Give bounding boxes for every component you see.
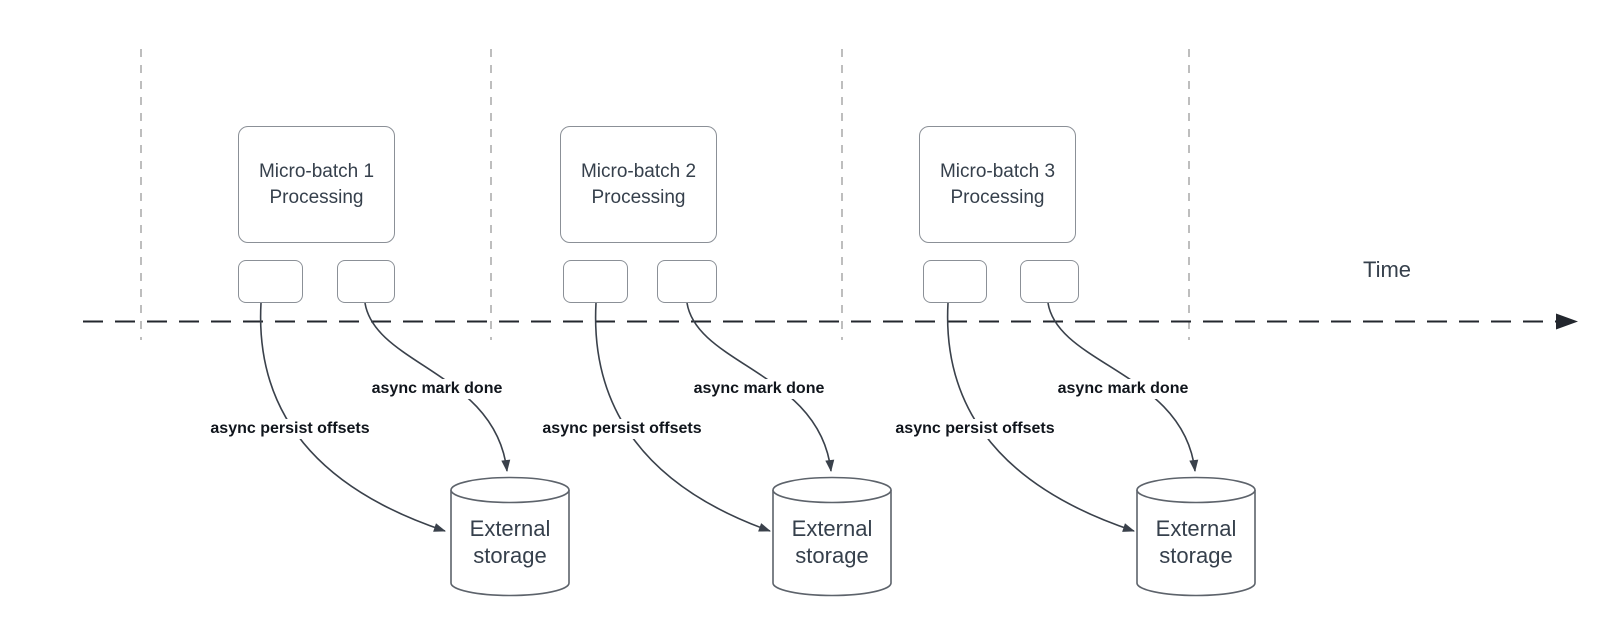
- async-persist-task-box-2: [563, 260, 628, 303]
- cylinder-top: [1136, 476, 1256, 504]
- external-storage-label-1: External storage: [470, 515, 551, 569]
- micro-batch-2-title-line1: Micro-batch 2: [580, 160, 697, 182]
- mark-done-arrow-2: [686, 302, 835, 472]
- time-axis-arrowhead-icon: [1556, 313, 1578, 330]
- async-mark-done-task-box-2: [657, 260, 717, 303]
- storage-label-line2: storage: [795, 543, 869, 568]
- async-persist-task-box-1: [238, 260, 303, 303]
- persist-offsets-label-2: async persist offsets: [539, 419, 705, 439]
- micro-batch-2-title-line2: Processing: [591, 186, 686, 208]
- mark-done-arrow-1: [364, 302, 511, 472]
- external-storage-cylinder-3: [1136, 476, 1256, 597]
- storage-label-line1: External: [791, 516, 873, 541]
- mark-done-arrow-3: [1047, 302, 1199, 472]
- storage-label-line1: External: [1155, 516, 1237, 541]
- micro-batch-1-title-line2: Processing: [269, 186, 364, 208]
- micro-batch-1-processing-box: Micro-batch 1 Processing: [238, 126, 395, 243]
- micro-batch-2-processing-box: Micro-batch 2 Processing: [560, 126, 717, 243]
- storage-label-line2: storage: [1159, 543, 1233, 568]
- async-mark-done-task-box-3: [1020, 260, 1079, 303]
- mark-done-label-3: async mark done: [1054, 379, 1192, 399]
- micro-batch-3-title-line1: Micro-batch 3: [939, 160, 1056, 182]
- micro-batch-3-title-line2: Processing: [950, 186, 1045, 208]
- storage-label-line1: External: [469, 516, 551, 541]
- micro-batch-1-title-line1: Micro-batch 1: [258, 160, 375, 182]
- cylinder-body: [772, 490, 892, 597]
- persist-offsets-arrow-1: [259, 302, 446, 532]
- async-mark-done-task-box-1: [337, 260, 395, 303]
- external-storage-cylinder-1: [450, 476, 570, 597]
- storage-label-line2: storage: [473, 543, 547, 568]
- persist-offsets-arrow-3: [946, 302, 1135, 532]
- cylinder-top: [772, 476, 892, 504]
- persist-offsets-label-1: async persist offsets: [207, 419, 373, 439]
- micro-batch-3-processing-box: Micro-batch 3 Processing: [919, 126, 1076, 243]
- cylinder-top: [450, 476, 570, 504]
- cylinder-body: [1136, 490, 1256, 597]
- persist-offsets-arrow-2: [594, 302, 771, 532]
- mark-done-label-1: async mark done: [368, 379, 506, 399]
- time-axis-label: Time: [1362, 257, 1412, 282]
- external-storage-cylinder-2: [772, 476, 892, 597]
- external-storage-label-2: External storage: [792, 515, 873, 569]
- mark-done-label-2: async mark done: [690, 379, 828, 399]
- external-storage-label-3: External storage: [1156, 515, 1237, 569]
- cylinder-body: [450, 490, 570, 597]
- async-persist-task-box-3: [923, 260, 987, 303]
- persist-offsets-label-3: async persist offsets: [892, 419, 1058, 439]
